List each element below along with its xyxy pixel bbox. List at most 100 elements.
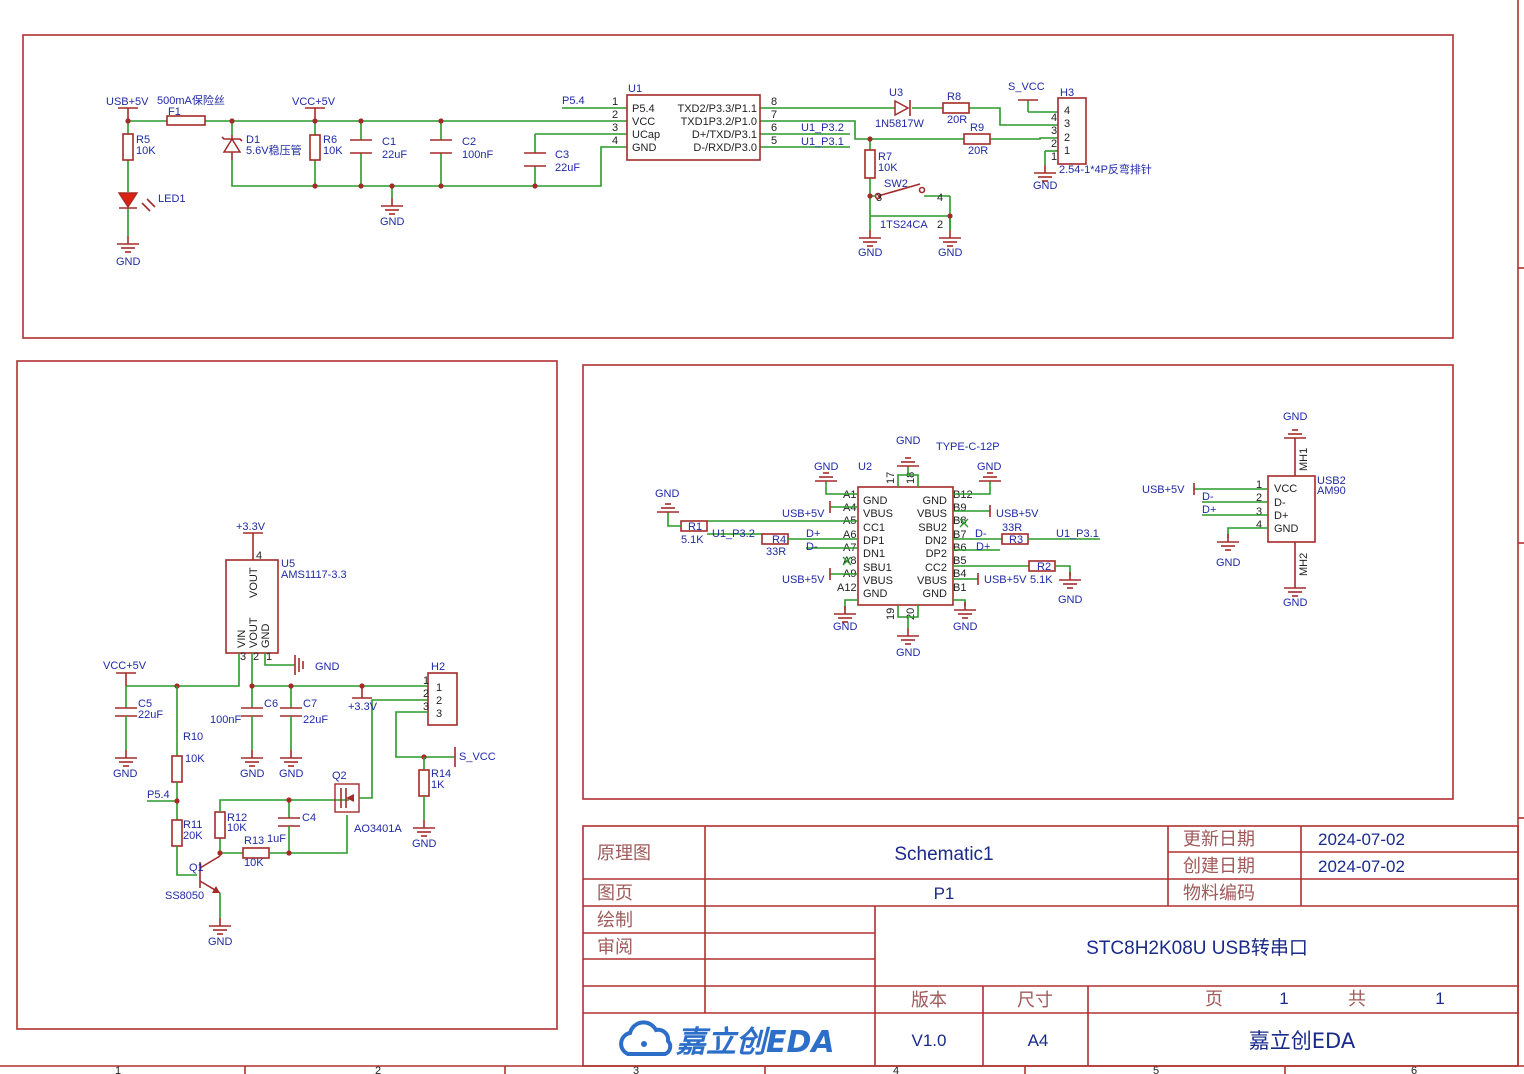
h3-value: 2.54-1*4P反弯排针 <box>1059 162 1152 176</box>
r1-label: R1 <box>688 521 702 533</box>
usb-block-frame <box>582 364 1454 800</box>
c7-value: 22uF <box>303 714 328 726</box>
r2-value: 5.1K <box>1030 574 1053 586</box>
col-num-6: 6 <box>1411 1065 1417 1074</box>
u2-num-b4: B4 <box>953 568 966 580</box>
q2-label: Q2 <box>332 770 347 782</box>
dm-usb2: D- <box>1202 491 1214 503</box>
col-num-4: 4 <box>893 1065 899 1074</box>
u5-value: AMS1117-3.3 <box>281 569 347 581</box>
r5-label: R5 <box>136 134 150 146</box>
u1-pin-p30: D-/RXD/P3.0 <box>693 142 757 154</box>
gnd-caps: GND <box>380 216 405 228</box>
update-label: 更新日期 <box>1183 829 1255 850</box>
diode-u3 <box>894 99 910 117</box>
r6-value: 10K <box>323 145 343 157</box>
resistor-r14 <box>418 769 430 797</box>
h3-num-4: 4 <box>1051 112 1057 124</box>
r1-value: 5.1K <box>681 534 704 546</box>
u5-num-4: 4 <box>256 550 262 562</box>
c7-label: C7 <box>303 698 317 710</box>
fuse-note: 500mA保险丝 <box>157 93 225 107</box>
gnd-b1: GND <box>953 621 978 633</box>
header-h2 <box>427 672 458 726</box>
dm-a7: D- <box>806 541 818 553</box>
u2-num-18: 18 <box>905 472 917 484</box>
h3-label: H3 <box>1060 87 1074 99</box>
r6-label: R6 <box>323 134 337 146</box>
h3-num-2: 2 <box>1051 138 1057 150</box>
version-value: V1.0 <box>912 1031 947 1050</box>
r9-label: R9 <box>970 122 984 134</box>
u2-left-pin-5: DN1 <box>863 548 885 560</box>
u2-left-pin-8: GND <box>863 588 888 600</box>
u2-num-19: 19 <box>885 608 897 620</box>
gnd-mh2: GND <box>1283 597 1308 609</box>
h3-pin-2: 2 <box>1064 132 1070 144</box>
top-block-frame <box>22 34 1454 339</box>
power-block: U5 AMS1117-3.3 VOUT VIN VOUT GND 4 3 2 1… <box>103 521 496 948</box>
u3-value: 1N5817W <box>875 118 925 130</box>
u2-left-pin-4: DP1 <box>863 535 884 547</box>
h3-pin-1: 1 <box>1064 145 1070 157</box>
c4-label: C4 <box>302 812 316 824</box>
u1-pin-p33: TXD2/P3.3/P1.1 <box>678 103 758 115</box>
u2-left-pin-6: SBU1 <box>863 562 892 574</box>
q1-label: Q1 <box>189 862 204 874</box>
c6-value: 100nF <box>210 714 241 726</box>
page-label: 图页 <box>597 883 633 904</box>
c1-value: 22uF <box>382 149 407 161</box>
project-name: STC8H2K08U USB转串口 <box>1086 937 1308 959</box>
header-h3 <box>1057 97 1087 165</box>
r8-value: 20R <box>947 114 967 126</box>
u2-num-a8: A8 <box>843 555 856 567</box>
v33-label: +3.3V <box>236 521 266 533</box>
h3-pin-3: 3 <box>1064 118 1070 130</box>
u2-right-pin-7: VBUS <box>917 575 947 587</box>
gnd-sw-left: GND <box>858 247 883 259</box>
u5-pin-gnd: GND <box>260 624 272 649</box>
h3-num-3: 3 <box>1051 125 1057 137</box>
power-block-frame <box>16 360 558 1030</box>
usb-block: U2 TYPE-C-12P GND VBUS CC1 DP1 DN1 SBU1 … <box>655 411 1346 659</box>
c3-value: 22uF <box>555 162 580 174</box>
h2-pin-1: 1 <box>436 682 442 694</box>
fuse-f1 <box>166 115 206 126</box>
c5-value: 22uF <box>138 709 163 721</box>
u2-right-pin-6: CC2 <box>925 562 947 574</box>
p54-label: P5.4 <box>562 95 585 107</box>
col-num-1: 1 <box>115 1065 121 1074</box>
h2-pin-3: 3 <box>436 708 442 720</box>
usb2-pin-gnd: GND <box>1274 523 1299 535</box>
r14-value: 1K <box>431 779 445 791</box>
u1-num-2: 2 <box>612 109 618 121</box>
resistor-r9 <box>963 133 991 145</box>
h3-num-1: 1 <box>1051 151 1057 163</box>
col-num-2: 2 <box>375 1065 381 1074</box>
gnd-r1: GND <box>655 488 680 500</box>
usb2-value: AM90 <box>1317 485 1346 497</box>
h2-pin-2: 2 <box>436 695 442 707</box>
u1-num-8: 8 <box>771 96 777 108</box>
sw-num-4: 4 <box>937 192 943 204</box>
r9-value: 20R <box>968 145 988 157</box>
c2-label: C2 <box>462 136 476 148</box>
u2-num-a4: A4 <box>843 502 856 514</box>
u2-num-a1: A1 <box>843 489 856 501</box>
u1-num-6: 6 <box>771 122 777 134</box>
r3-value: 33R <box>1002 522 1022 534</box>
u1-num-3: 3 <box>612 122 618 134</box>
sw2-label: SW2 <box>884 178 908 190</box>
u1-pin-p32: TXD1P3.2/P1.0 <box>681 116 757 128</box>
review-label: 审阅 <box>597 937 633 958</box>
c2-value: 100nF <box>462 149 493 161</box>
resistor-r6 <box>309 134 321 161</box>
gnd-q1: GND <box>208 936 233 948</box>
u1-num-1: 1 <box>612 96 618 108</box>
u2-right-pin-2: VBUS <box>917 508 947 520</box>
draw-label: 绘制 <box>597 910 633 931</box>
led1-label: LED1 <box>158 193 186 205</box>
sw-num-3: 3 <box>876 192 882 204</box>
h2-label: H2 <box>431 661 445 673</box>
u5-pin-vout-top: VOUT <box>248 567 260 598</box>
